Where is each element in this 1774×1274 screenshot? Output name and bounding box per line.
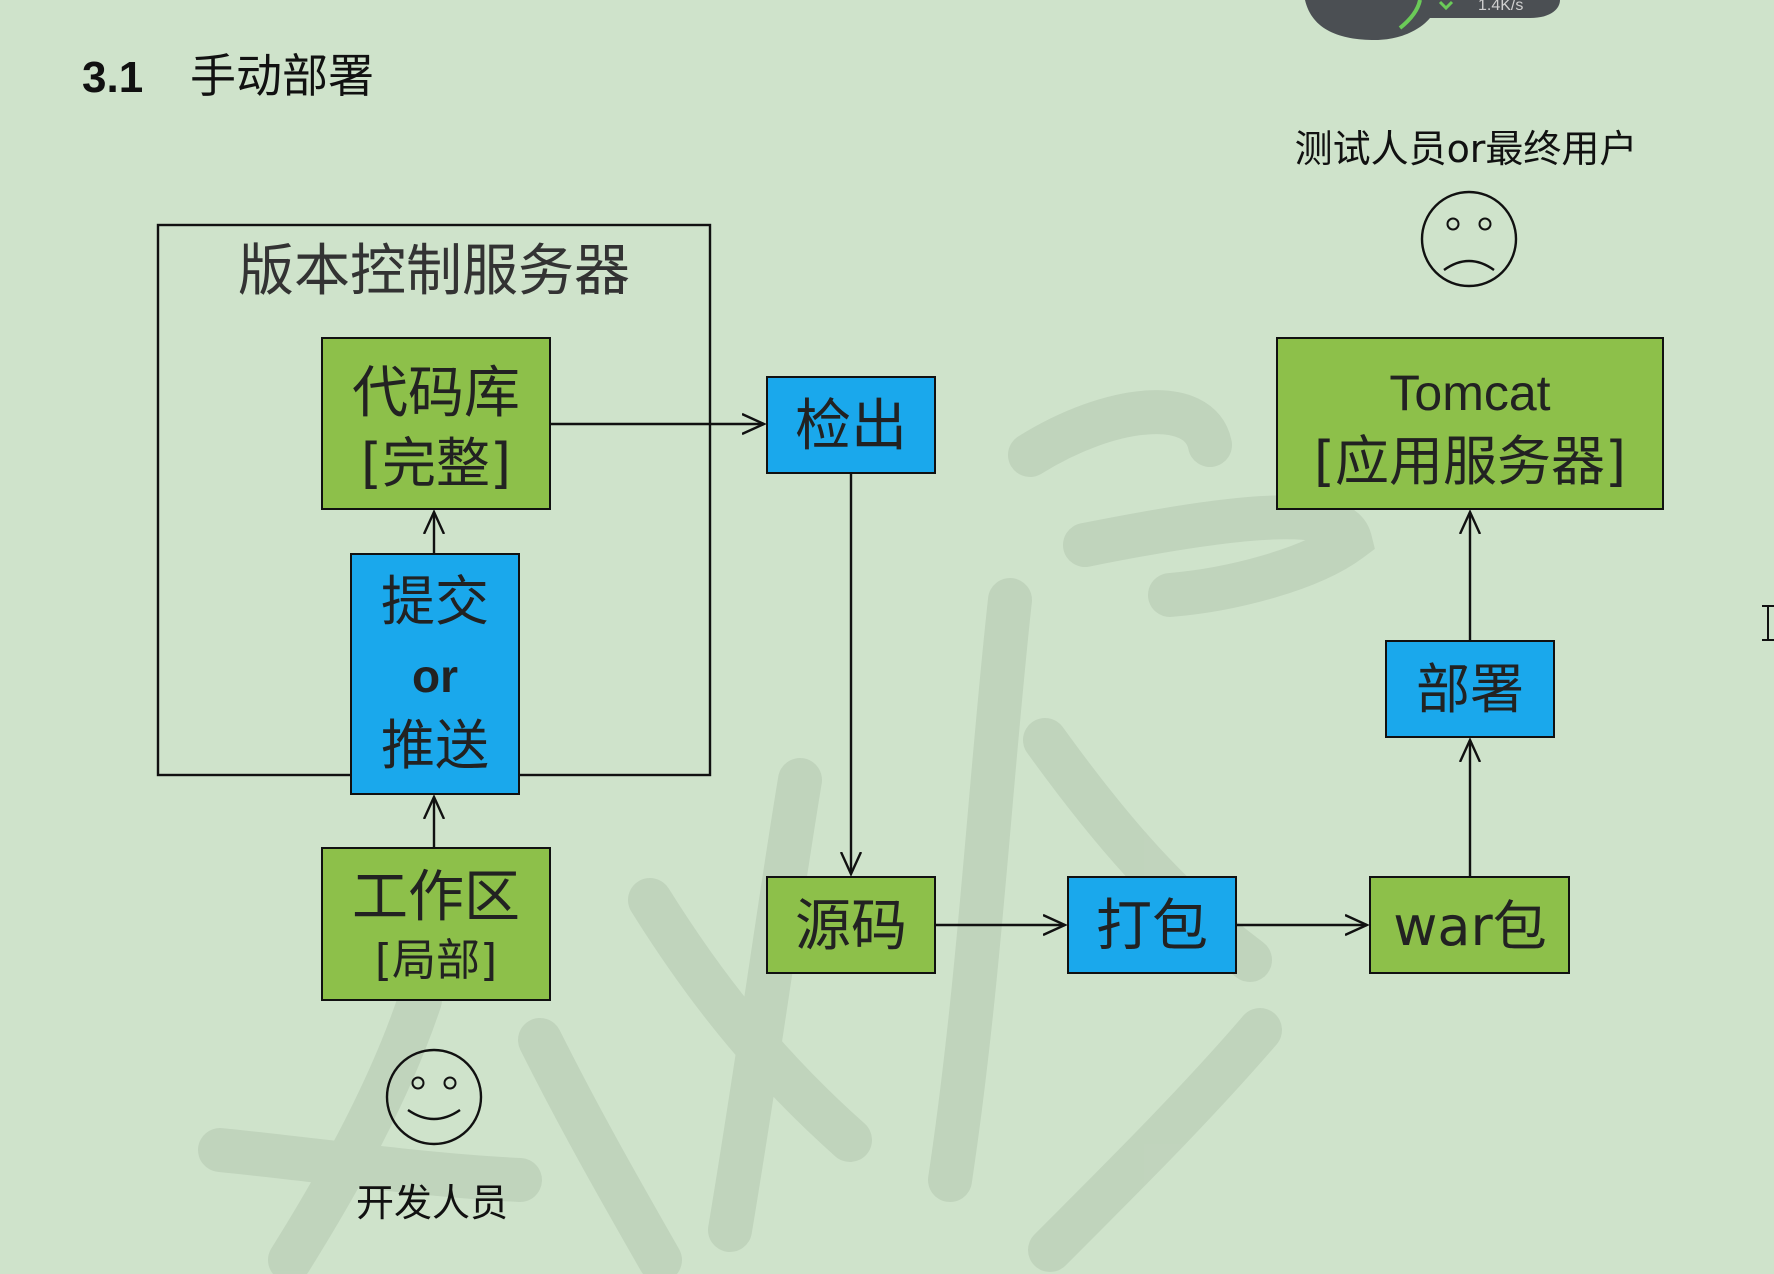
commit-or-label: or: [412, 650, 458, 702]
repo-label-line2: [完整]: [361, 432, 511, 495]
deploy-label: 部署: [1416, 658, 1524, 721]
developer-smiley-icon: [385, 1048, 483, 1146]
tester-frown-icon: [1420, 190, 1518, 288]
flow-arrows: [434, 424, 1470, 925]
developer-label: 开发人员: [356, 1181, 508, 1225]
workspace-label-line2: [局部]: [375, 935, 497, 986]
watermark-logo: [198, 390, 1375, 1274]
speed-readout: 1.4K/s: [1478, 0, 1523, 14]
section-title: 手动部署: [190, 49, 374, 103]
repo-label-line1: 代码库: [352, 361, 520, 426]
package-box: [1067, 876, 1237, 974]
section-number: 3.1: [82, 53, 143, 102]
tomcat-box: [1276, 337, 1664, 510]
network-speed-widget: 1.4K/s: [1305, 0, 1560, 40]
workspace-box: [321, 847, 551, 1001]
deploy-box: [1385, 640, 1555, 738]
vcs-server-label: 版本控制服务器: [238, 239, 630, 304]
source-label: 源码: [795, 894, 907, 959]
war-label: war包: [1393, 895, 1546, 958]
tomcat-label-line2: [应用服务器]: [1314, 430, 1626, 493]
checkout-box: [766, 376, 936, 474]
commit-push-box: [350, 553, 520, 795]
commit-label: 提交: [381, 570, 489, 633]
checkout-label: 检出: [795, 394, 907, 459]
tester-label: 测试人员or最终用户: [1295, 127, 1638, 171]
package-label: 打包: [1096, 894, 1208, 959]
workspace-label-line1: 工作区: [352, 865, 520, 930]
push-label: 推送: [381, 714, 489, 777]
repo-box: [321, 337, 551, 510]
war-box: [1369, 876, 1570, 974]
tomcat-label-line1: Tomcat: [1389, 365, 1550, 421]
text-cursor-icon: [1762, 605, 1774, 641]
source-box: [766, 876, 936, 974]
